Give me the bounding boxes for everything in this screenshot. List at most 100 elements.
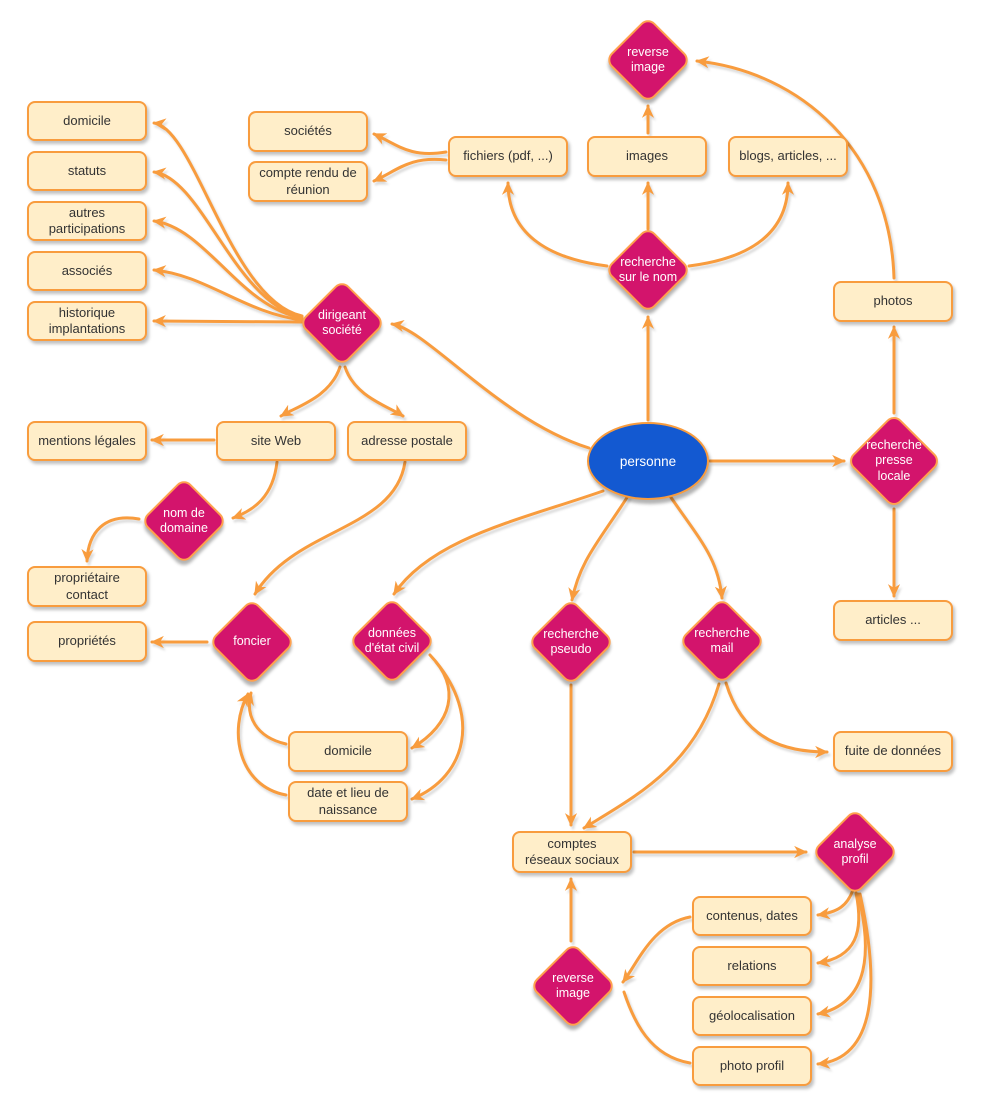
node-fichiers[interactable]: fichiers (pdf, ...)	[448, 136, 568, 177]
node-proprietes[interactable]: propriétés	[27, 621, 147, 662]
edge-dirigeant-historique	[152, 315, 304, 328]
node-label: dirigeant société	[318, 307, 366, 337]
node-compte-rendu[interactable]: compte rendu de réunion	[248, 161, 368, 202]
node-statuts[interactable]: statuts	[27, 151, 147, 191]
node-analyse-profil[interactable]: analyse profil	[811, 808, 899, 896]
node-label: reverse image	[552, 970, 594, 1000]
node-site-web[interactable]: site Web	[216, 421, 336, 461]
node-label: statuts	[67, 162, 107, 178]
node-recherche-mail[interactable]: recherche mail	[678, 597, 766, 685]
edge-analyse-photoprofil	[816, 892, 873, 1069]
node-label: site Web	[250, 432, 302, 448]
node-domicile-1[interactable]: domicile	[27, 101, 147, 141]
node-relations[interactable]: relations	[692, 946, 812, 986]
node-dirigeant-societe[interactable]: dirigeant société	[298, 279, 386, 367]
node-foncier[interactable]: foncier	[208, 598, 296, 686]
edge-photos-reverseimage	[695, 56, 896, 280]
edge-datenaissance-foncier	[236, 692, 288, 797]
node-label: photo profil	[719, 1057, 785, 1073]
edge-recherchenom-blogs	[687, 181, 795, 268]
node-contenus-dates[interactable]: contenus, dates	[692, 896, 812, 936]
node-societes[interactable]: sociétés	[248, 111, 368, 152]
node-blogs-articles[interactable]: blogs, articles, ...	[728, 136, 848, 177]
node-label: reverse image	[627, 44, 669, 74]
edge-fichiers-societes	[372, 132, 448, 155]
edge-contenus-reverseimage2	[621, 915, 692, 984]
node-label: adresse postale	[361, 432, 453, 448]
node-label: données d'état civil	[364, 625, 420, 655]
edge-dirigeant-associes	[152, 265, 304, 322]
node-reverse-image-bottom[interactable]: reverse image	[529, 942, 617, 1030]
node-label: associés	[61, 262, 113, 278]
node-label: recherche presse locale	[866, 438, 922, 483]
node-label: fuite de données	[844, 743, 942, 759]
node-label: propriétaire contact	[54, 570, 120, 602]
edge-fichiers-compterendu	[372, 157, 448, 183]
node-nom-de-domaine[interactable]: nom de domaine	[140, 477, 228, 565]
node-reverse-image-top[interactable]: reverse image	[604, 16, 692, 104]
edge-recherchenom-fichiers	[501, 181, 609, 268]
node-donnees-etat-civil[interactable]: données d'état civil	[348, 597, 436, 685]
node-label: sociétés	[284, 123, 332, 139]
node-label: photos	[873, 293, 913, 309]
node-proprietaire-contact[interactable]: propriétaire contact	[27, 566, 147, 607]
node-label: date et lieu de naissance	[307, 785, 389, 817]
node-geolocalisation[interactable]: géolocalisation	[692, 996, 812, 1036]
edge-dirigeant-domicile	[152, 118, 304, 318]
node-label: images	[626, 148, 668, 164]
node-fuite-donnees[interactable]: fuite de données	[833, 731, 953, 772]
node-recherche-nom[interactable]: recherche sur le nom	[604, 226, 692, 314]
node-photos[interactable]: photos	[833, 281, 953, 322]
node-label: historique implantations	[48, 304, 126, 336]
edge-analyse-contenus	[816, 888, 855, 920]
edge-photoprofil-reverseimage2	[622, 990, 692, 1065]
node-photo-profil[interactable]: photo profil	[692, 1046, 812, 1086]
node-images[interactable]: images	[587, 136, 707, 177]
edge-personne-dirigeant	[390, 319, 591, 450]
node-label: blogs, articles, ...	[739, 148, 837, 164]
node-domicile-2[interactable]: domicile	[288, 731, 408, 772]
edge-dirigeant-siteweb	[279, 365, 342, 418]
node-label: domicile	[63, 112, 111, 128]
node-associes[interactable]: associés	[27, 251, 147, 291]
node-label: géolocalisation	[708, 1007, 795, 1023]
node-label: analyse profil	[833, 836, 877, 866]
edge-siteweb-nomdomaine	[231, 460, 279, 520]
node-personne[interactable]: personne	[587, 422, 709, 500]
edge-donnees-datenaissance	[410, 660, 465, 801]
node-label: nom de domaine	[160, 505, 208, 535]
node-date-lieu-naissance[interactable]: date et lieu de naissance	[288, 781, 408, 822]
edge-dirigeant-statuts	[152, 167, 304, 319]
node-mentions-legales[interactable]: mentions légales	[27, 421, 147, 461]
edge-adresse-foncier	[253, 460, 407, 596]
node-label: autres participations	[48, 204, 126, 236]
node-autres-participations[interactable]: autres participations	[27, 201, 147, 241]
node-recherche-presse-locale[interactable]: recherche presse locale	[845, 412, 943, 510]
node-label: domicile	[324, 743, 372, 759]
node-label: foncier	[233, 634, 271, 649]
edge-personne-mail	[668, 494, 727, 600]
edge-personne-pseudo	[568, 494, 630, 602]
edge-mail-comptes	[582, 682, 721, 830]
node-comptes-reseaux[interactable]: comptes réseaux sociaux	[512, 831, 632, 873]
node-label: personne	[619, 453, 677, 469]
node-recherche-pseudo[interactable]: recherche pseudo	[527, 598, 615, 686]
node-label: recherche mail	[694, 625, 750, 655]
edge-dirigeant-autres	[152, 216, 304, 320]
edge-nomdomaine-propcontact	[81, 516, 141, 563]
node-label: fichiers (pdf, ...)	[463, 148, 553, 164]
edge-group	[81, 56, 901, 1069]
edge-mail-fuite	[724, 681, 829, 759]
node-articles[interactable]: articles ...	[833, 600, 953, 641]
edge-dirigeant-adresse	[343, 365, 405, 418]
node-historique-implantations[interactable]: historique implantations	[27, 301, 147, 341]
node-label: comptes réseaux sociaux	[525, 835, 619, 867]
edge-personne-donnees	[392, 489, 605, 596]
node-label: propriétés	[58, 633, 116, 649]
node-adresse-postale[interactable]: adresse postale	[347, 421, 467, 461]
node-label: mentions légales	[38, 432, 136, 448]
node-label: relations	[727, 957, 777, 973]
node-label: recherche pseudo	[543, 626, 599, 656]
